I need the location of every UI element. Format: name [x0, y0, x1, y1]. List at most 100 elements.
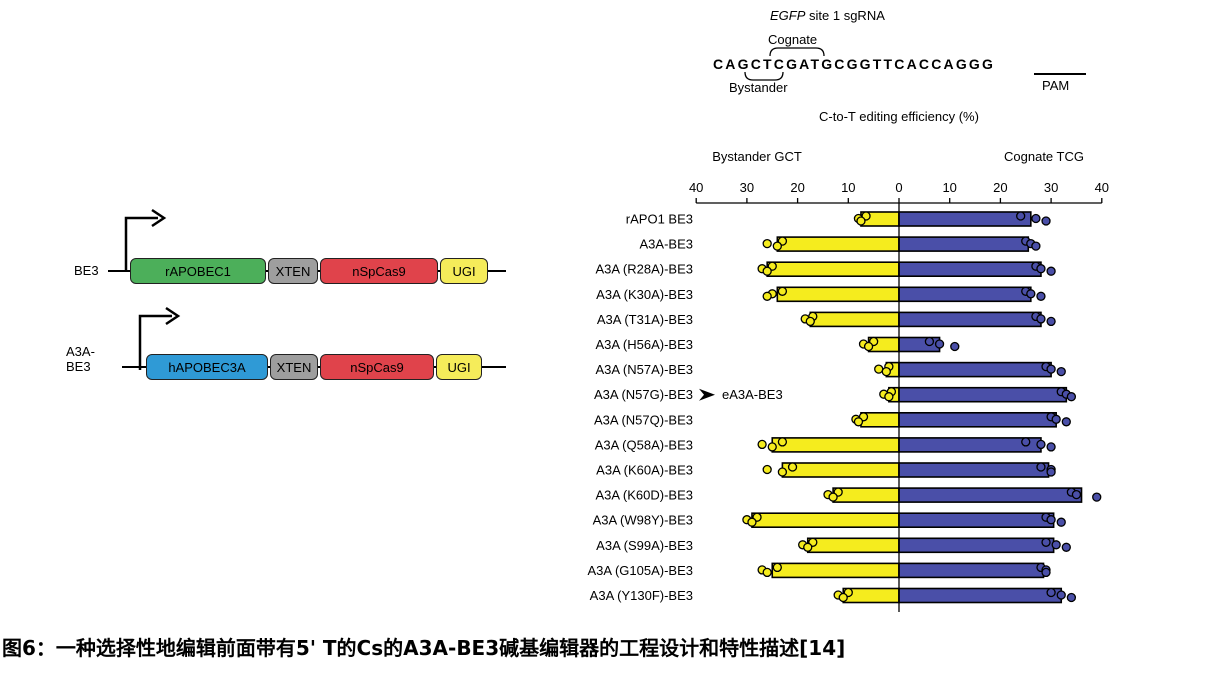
bystander-bracket: [744, 71, 784, 81]
category-label: A3A (N57A)-BE3: [595, 362, 693, 377]
point-bystander: [772, 241, 782, 251]
bar-cognate: [898, 462, 1050, 478]
bar-bystander: [766, 261, 900, 278]
point-cognate: [1041, 216, 1051, 226]
bar-cognate: [898, 512, 1055, 529]
point-bystander: [805, 316, 815, 327]
point-cognate: [1046, 316, 1056, 327]
cognate-label: Cognate: [768, 32, 818, 47]
bar-bystander: [776, 286, 900, 303]
point-bystander: [777, 437, 788, 447]
promoter-arrow-icon: [138, 306, 181, 370]
category-label: A3A (Y130F)-BE3: [590, 588, 693, 603]
point-bystander: [838, 592, 848, 603]
bar-cognate: [898, 286, 1032, 303]
category-label: A3A (K60D)-BE3: [595, 488, 693, 503]
point-cognate: [1046, 467, 1056, 477]
category-label: A3A (R28A)-BE3: [595, 262, 693, 277]
category-label: A3A (K30A)-BE3: [596, 287, 693, 302]
point-cognate: [1061, 542, 1071, 552]
point-bystander: [856, 216, 866, 226]
bar-cognate: [898, 361, 1052, 378]
point-cognate: [1092, 492, 1102, 502]
point-cognate: [1041, 537, 1051, 547]
point-cognate: [1046, 442, 1056, 452]
pam-label: PAM: [1042, 78, 1070, 93]
category-label: A3A (T31A)-BE3: [597, 312, 693, 327]
point-cognate: [1036, 314, 1046, 324]
point-cognate: [1066, 592, 1077, 603]
point-cognate: [1026, 289, 1036, 299]
bar-bystander: [751, 512, 900, 529]
site-title: EGFP site 1 sgRNA: [770, 8, 885, 23]
bar-cognate: [898, 437, 1042, 453]
x-tick-label: 20: [993, 180, 1007, 195]
bar-bystander: [832, 487, 900, 503]
bar-cognate: [898, 587, 1063, 604]
segment-nspcas9: nSpCas9: [320, 354, 434, 380]
point-cognate: [1046, 364, 1056, 374]
point-bystander: [762, 567, 772, 578]
point-cognate: [1056, 517, 1066, 527]
category-label: A3A (Q58A)-BE3: [595, 437, 693, 452]
point-cognate: [1036, 439, 1046, 450]
category-label: A3A (W98Y)-BE3: [593, 513, 693, 528]
point-bystander: [874, 364, 884, 374]
point-cognate: [1036, 264, 1046, 274]
segment-ugi: UGI: [436, 354, 482, 380]
editing-efficiency-chart: C-to-T editing efficiency (%)Bystander G…: [588, 109, 1109, 612]
point-cognate: [924, 336, 935, 347]
point-cognate: [1056, 590, 1066, 600]
point-cognate: [1056, 366, 1066, 377]
bar-bystander: [809, 311, 900, 328]
bar-cognate: [898, 236, 1030, 252]
point-bystander: [762, 238, 772, 249]
x-tick-label: 20: [790, 180, 804, 195]
point-cognate: [1031, 241, 1041, 251]
point-bystander: [777, 286, 788, 296]
segment-nspcas9: nSpCas9: [320, 258, 438, 284]
bar-bystander: [776, 236, 900, 252]
category-label: rAPO1 BE3: [626, 212, 693, 227]
point-bystander: [828, 492, 838, 502]
point-bystander: [757, 439, 767, 450]
segment-xten: XTEN: [268, 258, 318, 284]
point-bystander: [767, 442, 777, 452]
segment-ugi: UGI: [440, 258, 488, 284]
point-bystander: [762, 464, 772, 475]
bar-cognate: [898, 537, 1055, 554]
x-tick-label: 40: [689, 180, 703, 195]
construct-name-be3: BE3: [74, 263, 99, 278]
pam-underline: [1034, 73, 1086, 75]
point-cognate: [1036, 291, 1046, 301]
point-bystander: [747, 517, 757, 527]
bystander-label: Bystander: [729, 80, 788, 95]
site-sequence: CAGCTCGATGCGGTTCACCAGGG: [713, 56, 996, 72]
category-label: A3A (S99A)-BE3: [596, 538, 693, 553]
point-cognate: [1046, 266, 1056, 276]
point-bystander: [777, 467, 788, 477]
segment-xten: XTEN: [270, 354, 318, 380]
category-label: A3A (H56A)-BE3: [595, 337, 693, 352]
bar-bystander: [771, 562, 900, 579]
category-label: A3A-BE3: [640, 237, 693, 252]
cognate-bracket: [769, 47, 825, 57]
point-cognate: [1031, 213, 1041, 224]
point-bystander: [853, 417, 864, 427]
point-bystander: [772, 562, 782, 573]
point-bystander: [884, 392, 894, 402]
point-cognate: [1066, 392, 1077, 402]
bar-cognate: [898, 211, 1032, 227]
bar-cognate: [898, 411, 1057, 428]
x-tick-label: 10: [841, 180, 855, 195]
segment-hapobec3a: hAPOBEC3A: [146, 354, 268, 380]
point-cognate: [1041, 567, 1051, 578]
point-cognate: [1046, 587, 1056, 598]
x-tick-label: 30: [1044, 180, 1058, 195]
bar-bystander: [771, 437, 900, 453]
construct-name-a3a-be3: A3A-BE3: [66, 344, 95, 374]
point-bystander: [762, 291, 772, 301]
bar-cognate: [898, 562, 1045, 579]
x-tick-label: 30: [740, 180, 754, 195]
chart-title: C-to-T editing efficiency (%): [819, 109, 979, 124]
